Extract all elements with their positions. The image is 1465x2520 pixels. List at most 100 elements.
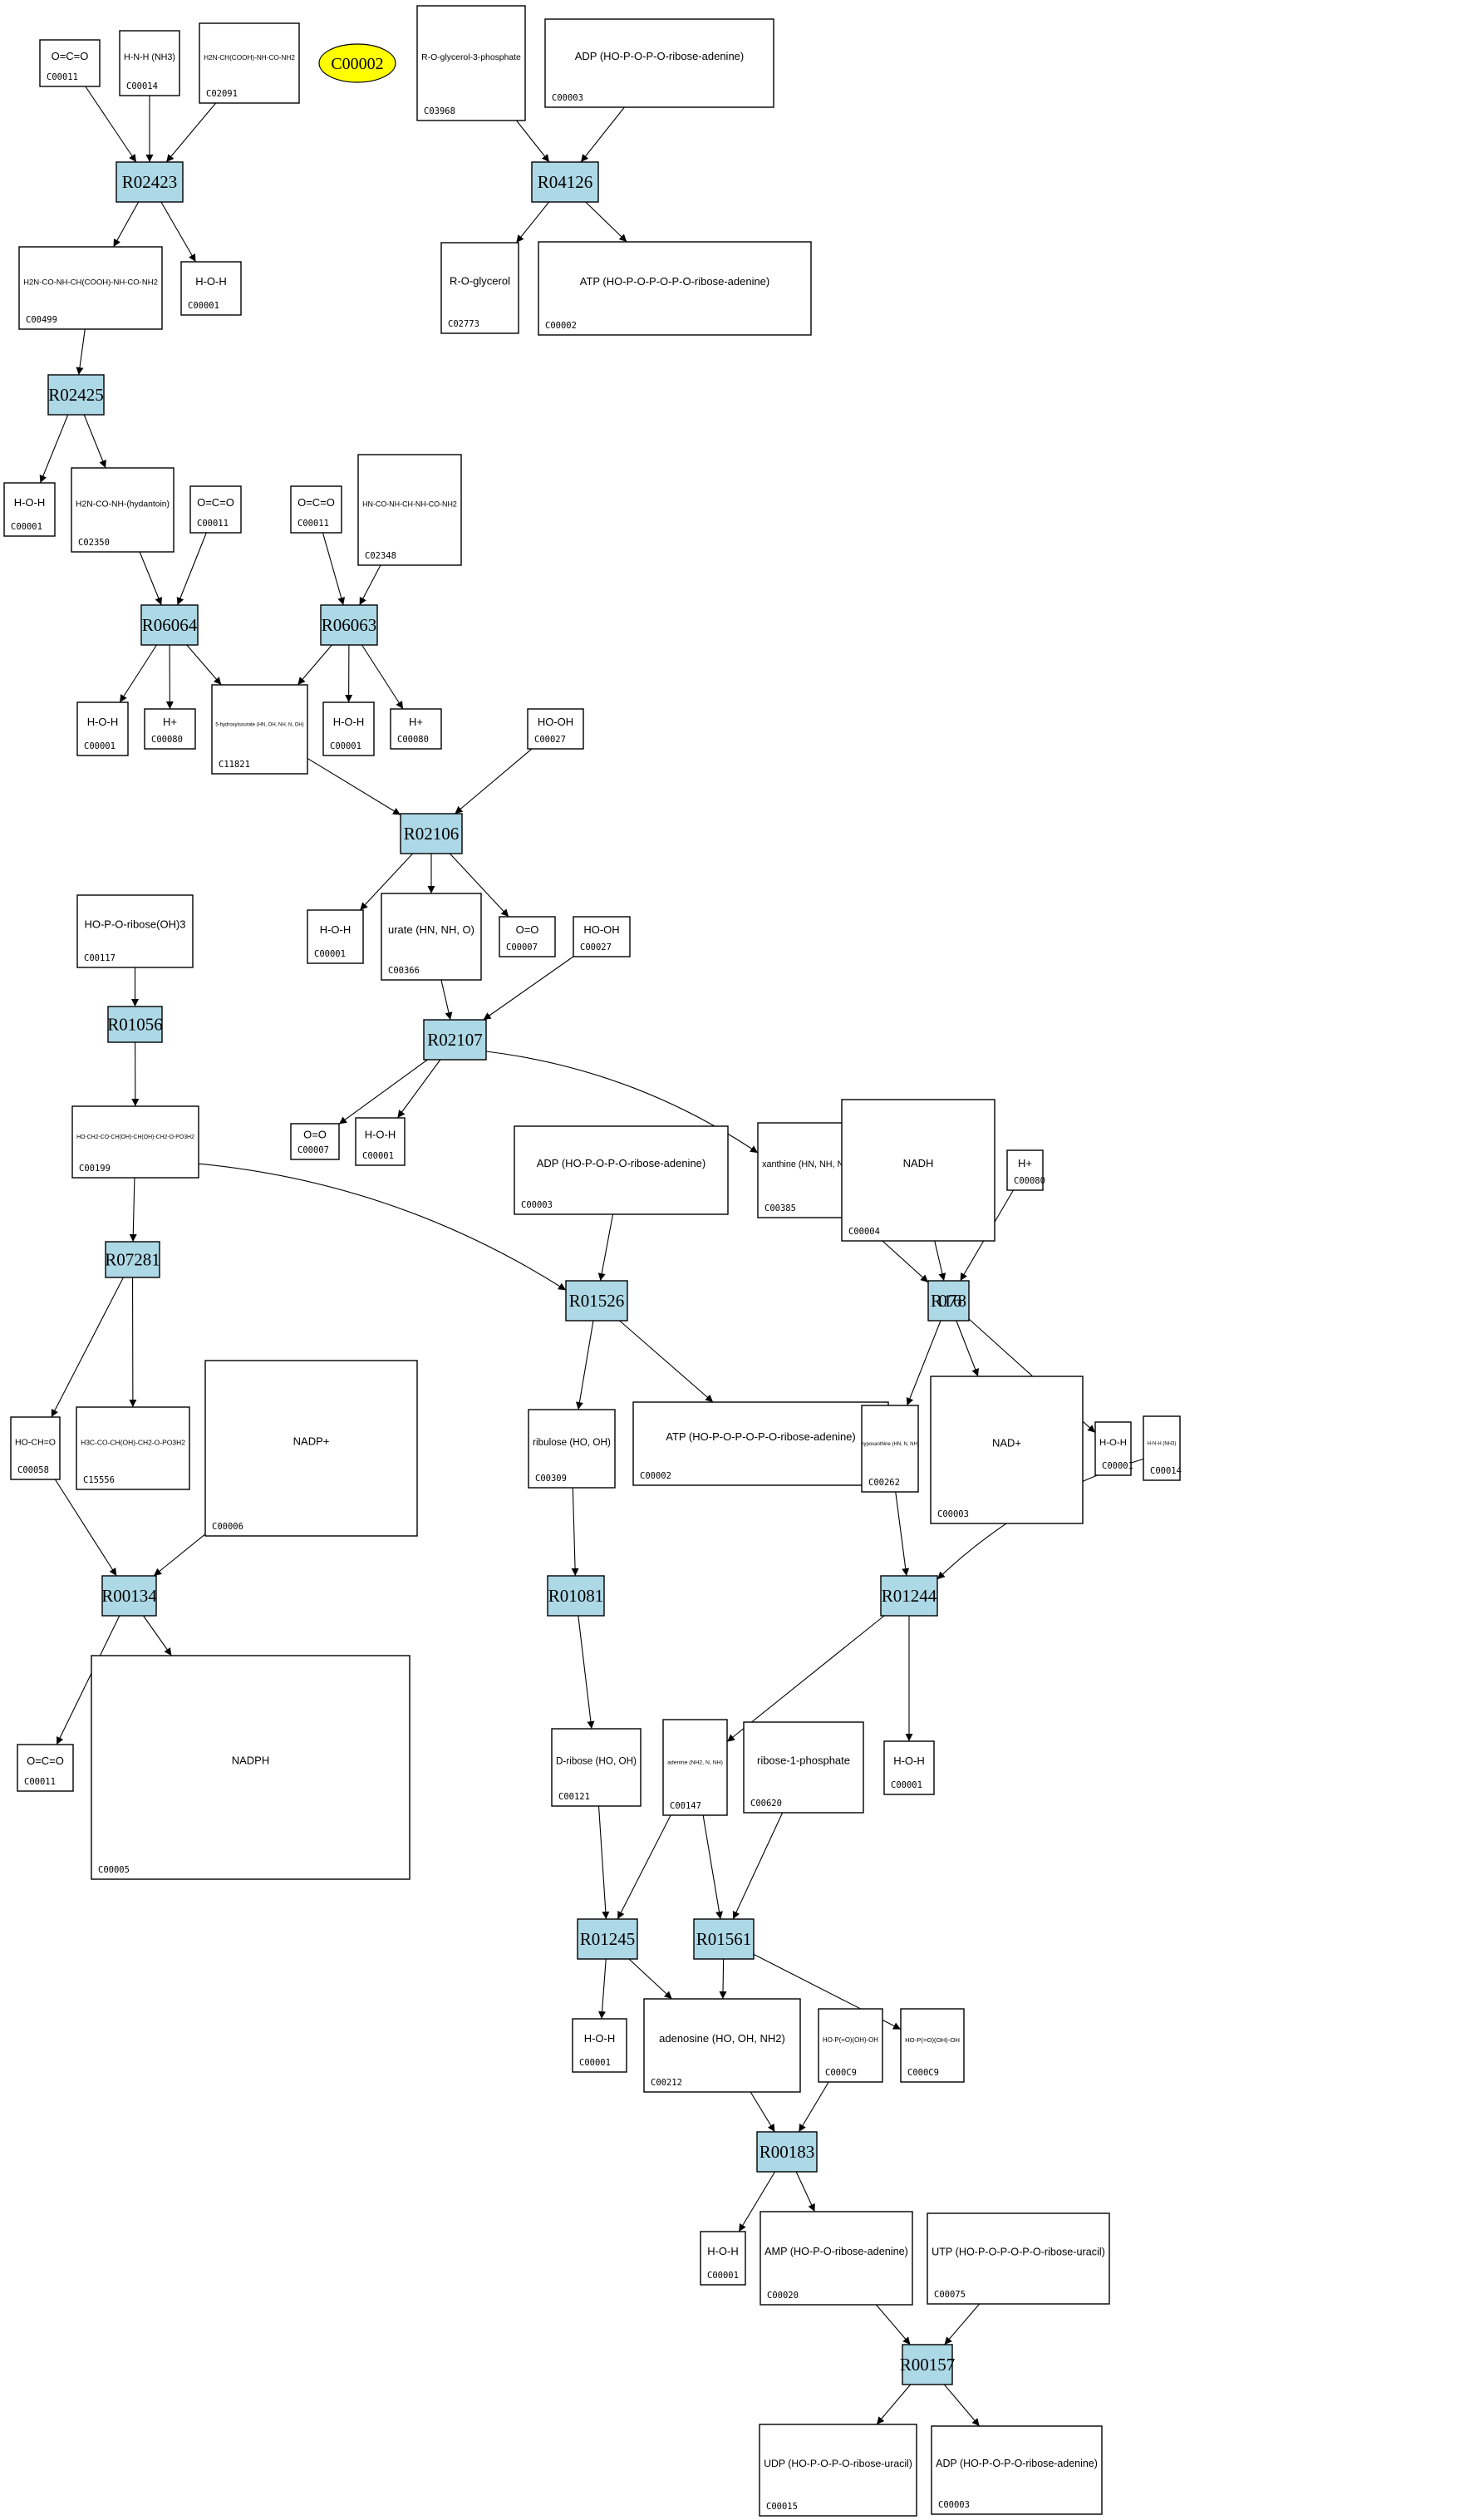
reaction-node-r02106[interactable]: R02106 — [400, 813, 463, 854]
compound-node-c00366[interactable]: urate (HN, NH, O)C00366 — [381, 893, 482, 981]
compound-node-c00199[interactable]: HO-CH2-CO-CH(OH)-CH(OH)-CH2-O-PO3H2C0019… — [71, 1105, 199, 1179]
compound-structure: xanthine (HN, NH, N) — [762, 1159, 847, 1169]
compound-id: C00014 — [1150, 1466, 1182, 1476]
reaction-node-r07281[interactable]: R07281 — [105, 1241, 160, 1278]
compound-structure: H-O-H — [14, 496, 46, 509]
compound-node-c00080[interactable]: H+ C00080 — [1006, 1149, 1045, 1191]
edge-j3-to-r00183 — [798, 2081, 829, 2133]
compound-structure: H+ — [1018, 1157, 1032, 1169]
compound-structure: HO-P-O-ribose(OH)3 — [84, 918, 185, 931]
compound-id: C00121 — [558, 1792, 590, 1802]
compound-node-c00212[interactable]: adenosine (HO, OH, NH2)C00212 — [643, 1998, 801, 2093]
reaction-node-r02423[interactable]: R02423 — [116, 161, 184, 203]
compound-node-c00002[interactable]: ATP (HO-P-O-P-O-P-O-ribose-adenine)C0000… — [632, 1401, 889, 1486]
compound-node-c00003[interactable]: ADP (HO-P-O-P-O-ribose-adenine)C00003 — [544, 18, 774, 108]
edge-e4-to-r02107 — [483, 956, 574, 1021]
compound-structure: UTP (HO-P-O-P-O-P-O-ribose-uracil) — [932, 2247, 1105, 2258]
compound-node-c00080[interactable]: H+C00080 — [390, 708, 442, 750]
compound-node-c00015[interactable]: UDP (HO-P-O-P-O-ribose-uracil)C00015 — [759, 2424, 917, 2517]
compound-structure: H-N-H (NH3) — [124, 52, 175, 62]
reaction-node-r00157[interactable]: R00157 — [900, 2344, 956, 2385]
reaction-node-r01526[interactable]: R01526 — [565, 1280, 628, 1322]
compound-id: C00002 — [545, 321, 577, 331]
reaction-node-r02425[interactable]: R02425 — [47, 374, 105, 416]
reaction-node-r04126[interactable]: R04126 — [531, 161, 599, 203]
reaction-node-r01561[interactable]: R01561 — [693, 1918, 755, 1960]
reaction-label: R02423 — [122, 172, 178, 192]
compound-id: C00001 — [84, 741, 116, 751]
edge-i5-to-r01561 — [732, 1812, 784, 1920]
compound-node-c00080[interactable]: H+C00080 — [144, 708, 196, 750]
compound-id: C00385 — [764, 1203, 796, 1213]
compound-id: C00080 — [1014, 1176, 1045, 1186]
compound-node-c02350[interactable]: H2N-CO-NH-(hydantoin)C02350 — [71, 467, 175, 553]
reaction-node-r00183[interactable]: R00183 — [756, 2131, 818, 2173]
compound-node-c00003[interactable]: NAD+C00003 — [930, 1376, 1084, 1524]
reaction-node-r01768[interactable]: R01768 — [927, 1280, 970, 1322]
reaction-label: R00183 — [760, 2142, 815, 2162]
reaction-node-r01081[interactable]: R01081 — [547, 1575, 605, 1617]
compound-node-c00014[interactable]: H-N-H (NH3)C00014 — [119, 30, 180, 96]
compound-node-c00014[interactable]: H-N-H (NH3)C00014 — [1143, 1415, 1182, 1481]
compound-id: C00007 — [297, 1145, 329, 1155]
compound-id: C00006 — [212, 1522, 243, 1532]
compound-node-c00075[interactable]: UTP (HO-P-O-P-O-P-O-ribose-uracil)C00075 — [927, 2212, 1110, 2305]
compound-node-c00003[interactable]: ADP (HO-P-O-P-O-ribose-adenine)C00003 — [514, 1125, 729, 1215]
reaction-node-r01244[interactable]: R01244 — [880, 1575, 938, 1617]
reaction-node-r01245[interactable]: R01245 — [577, 1918, 638, 1960]
compound-node-c00262[interactable]: hypoxanthine (HN, N, NH)C00262 — [861, 1405, 919, 1493]
reaction-node-r06064[interactable]: R06064 — [140, 604, 199, 646]
target-compound[interactable]: C00002 — [318, 43, 396, 83]
compound-structure: adenine (NH2, N, NH) — [667, 1760, 723, 1766]
compound-node-c00121[interactable]: D-ribose (HO, OH)C00121 — [551, 1728, 642, 1807]
compound-node-c00309[interactable]: ribulose (HO, OH)C00309 — [528, 1409, 616, 1489]
edge-r06063-to-d3 — [297, 644, 332, 686]
reaction-node-r00134[interactable]: R00134 — [101, 1575, 157, 1617]
compound-node-c00006[interactable]: NADP+C00006 — [204, 1360, 418, 1537]
compound-structure: 5-hydroxyisourate (HN, OH, NH, N, OH) — [215, 723, 303, 728]
reaction-node-r02107[interactable]: R02107 — [423, 1019, 487, 1061]
reaction-node-r06063[interactable]: R06063 — [320, 604, 378, 646]
compound-node-c00147[interactable]: adenine (NH2, N, NH)C00147 — [662, 1719, 728, 1816]
compound-node-c11821[interactable]: 5-hydroxyisourate (HN, OH, NH, N, OH)C11… — [211, 684, 308, 775]
reaction-node-r01056[interactable]: R01056 — [107, 1006, 163, 1043]
compound-id: C000C9 — [825, 2068, 857, 2078]
compound-id: C00011 — [297, 519, 329, 529]
compound-node-c00020[interactable]: AMP (HO-P-O-ribose-adenine)C00020 — [760, 2211, 913, 2306]
compound-node-c00385[interactable]: xanthine (HN, NH, N) C00385 — [757, 1122, 852, 1218]
compound-node-c00003[interactable]: ADP (HO-P-O-P-O-ribose-adenine)C00003 — [931, 2425, 1103, 2515]
compound-node-c00002[interactable]: ATP (HO-P-O-P-O-P-O-ribose-adenine)C0000… — [538, 241, 812, 336]
compound-structure: H-O-H — [195, 275, 227, 288]
